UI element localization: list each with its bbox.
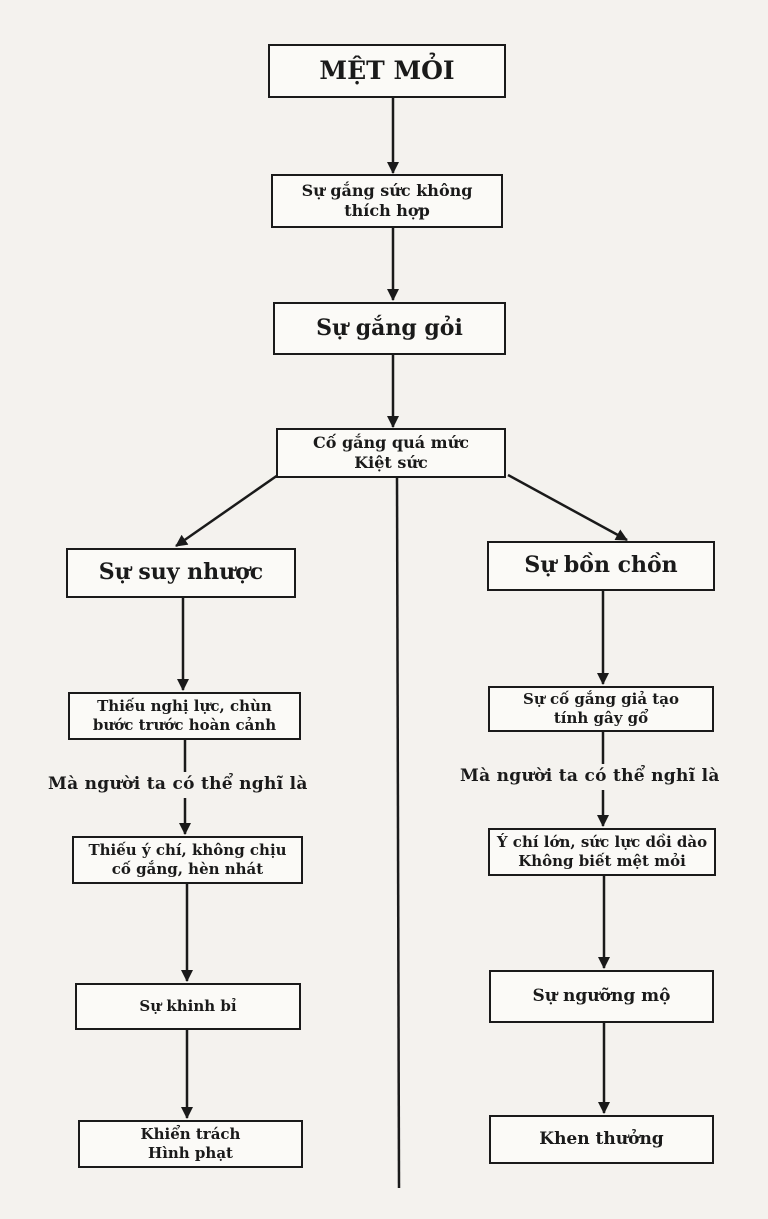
arrow-co-gang-to-bon-chon <box>507 473 628 542</box>
center-divider-line <box>395 477 401 1189</box>
node-su-gang-suc: Sự gắng sức không thích hợp <box>271 174 503 228</box>
node-thieu-y-chi: Thiếu ý chí, không chịu cố gắng, hèn nhá… <box>72 836 303 884</box>
node-su-nguong-mo: Sự ngưỡng mộ <box>489 970 714 1023</box>
node-met-moi: MỆT MỎI <box>268 44 506 98</box>
node-su-khinh-bi: Sự khinh bỉ <box>75 983 301 1030</box>
node-su-co-gang-gia-tao: Sự cố gắng giả tạo tính gây gổ <box>488 686 714 732</box>
node-y-chi-lon: Ý chí lớn, sức lực dồi dào Không biết mệ… <box>488 828 716 876</box>
node-su-bon-chon: Sự bồn chồn <box>487 541 715 591</box>
node-su-suy-nhuoc: Sự suy nhược <box>66 548 296 598</box>
node-khien-trach: Khiển trách Hình phạt <box>78 1120 303 1168</box>
note-right: Mà người ta có thể nghĩ là <box>460 766 720 786</box>
node-thieu-nghi-luc: Thiếu nghị lực, chùn bước trước hoàn cản… <box>68 692 301 740</box>
note-left: Mà người ta có thể nghĩ là <box>48 774 308 794</box>
arrow-co-gang-to-suy-nhuoc <box>175 473 279 548</box>
node-co-gang-qua-muc: Cố gắng quá mức Kiệt sức <box>276 428 506 478</box>
node-khen-thuong: Khen thưởng <box>489 1115 714 1164</box>
node-su-gang-goi: Sự gắng gỏi <box>273 302 506 355</box>
